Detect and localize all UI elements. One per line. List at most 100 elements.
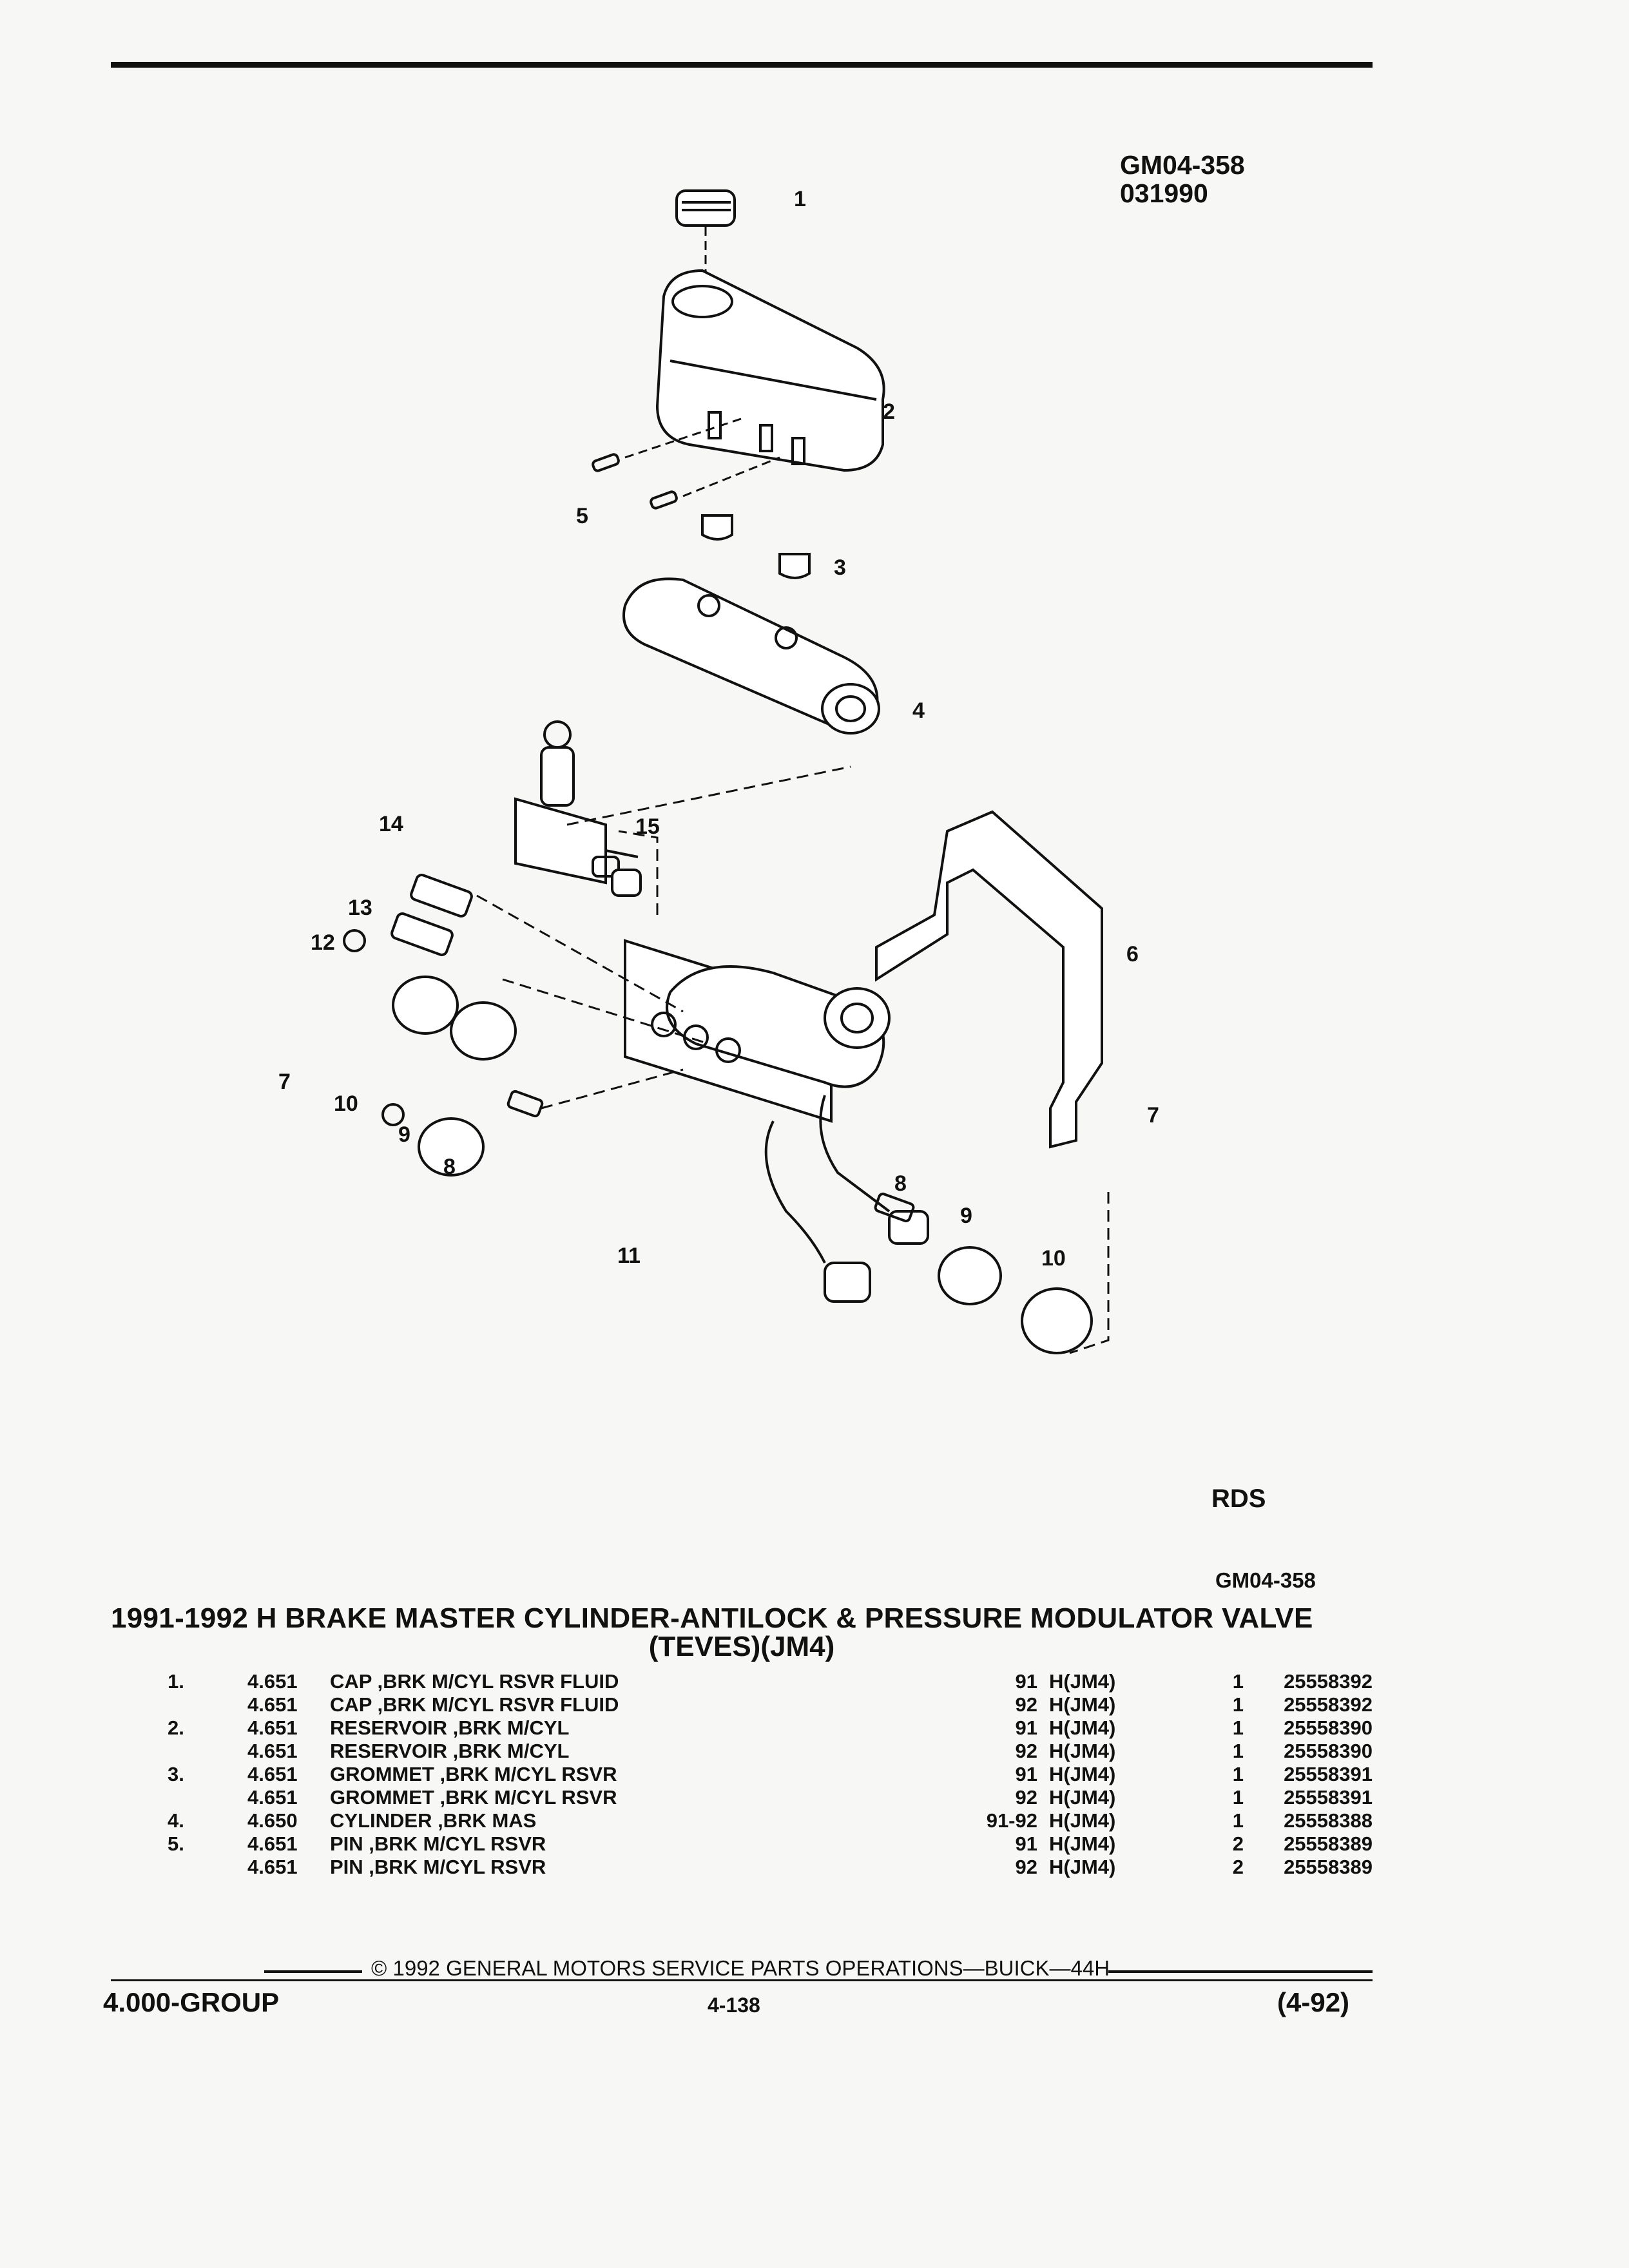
item-number: 1.: [168, 1670, 184, 1693]
callout-11: 11: [617, 1244, 641, 1268]
quantity: 1: [1232, 1716, 1244, 1739]
item-number: 4.: [168, 1809, 184, 1832]
quantity: 1: [1232, 1693, 1244, 1716]
table-row: 2. 4.651 RESERVOIR ,BRK M/CYL 91 H(JM4) …: [111, 1716, 1373, 1740]
figure-date: 031990: [1120, 178, 1208, 208]
group-number: 4.650: [247, 1809, 298, 1832]
quantity: 1: [1232, 1809, 1244, 1832]
callout-7-right: 7: [1147, 1103, 1159, 1128]
footer-rule-left: [264, 1970, 362, 1973]
group-number: 4.651: [247, 1763, 298, 1785]
part-number: 25558392: [1284, 1693, 1373, 1716]
table-row: 4.651 RESERVOIR ,BRK M/CYL 92 H(JM4) 1 2…: [111, 1740, 1373, 1763]
model-code: H(JM4): [1049, 1693, 1116, 1716]
item-number: 2.: [168, 1716, 184, 1739]
callout-8-right: 8: [894, 1171, 907, 1196]
part-description: CYLINDER ,BRK MAS: [330, 1809, 537, 1832]
model-year: 92: [1015, 1740, 1037, 1762]
quantity: 1: [1232, 1740, 1244, 1762]
rds-label: RDS: [1211, 1485, 1266, 1513]
part-number: 25558391: [1284, 1763, 1373, 1785]
assembly-lines: [476, 765, 1110, 1354]
model-year: 92: [1015, 1693, 1037, 1716]
group-number: 4.651: [247, 1832, 298, 1855]
callout-6: 6: [1126, 942, 1139, 966]
mounting-bracket-drawing: [875, 810, 1103, 1149]
abs-modulator-drawing: [624, 939, 929, 1303]
part-description: RESERVOIR ,BRK M/CYL: [330, 1740, 570, 1762]
figure-ref: GM04-358: [1215, 1568, 1316, 1592]
callout-13: 13: [348, 896, 372, 920]
group-number: 4.651: [247, 1786, 298, 1809]
group-number: 4.651: [247, 1740, 298, 1762]
model-year: 91: [1015, 1716, 1037, 1739]
left-small-parts-drawing: [343, 874, 544, 1177]
table-row: 1. 4.651 CAP ,BRK M/CYL RSVR FLUID 91 H(…: [111, 1670, 1373, 1693]
quantity: 1: [1232, 1763, 1244, 1785]
table-row: 4.651 CAP ,BRK M/CYL RSVR FLUID 92 H(JM4…: [111, 1693, 1373, 1716]
part-description: CAP ,BRK M/CYL RSVR FLUID: [330, 1693, 619, 1716]
callout-10-left: 10: [334, 1091, 358, 1116]
callout-9-left: 9: [398, 1122, 410, 1147]
part-description: CAP ,BRK M/CYL RSVR FLUID: [330, 1670, 619, 1693]
model-year: 91: [1015, 1832, 1037, 1855]
model-code: H(JM4): [1049, 1740, 1116, 1762]
title-line-2: (TEVES)(JM4): [648, 1631, 835, 1662]
part-number: 25558391: [1284, 1786, 1373, 1809]
part-number: 25558390: [1284, 1716, 1373, 1739]
item-number: 3.: [168, 1763, 184, 1785]
copyright-notice: © 1992 GENERAL MOTORS SERVICE PARTS OPER…: [371, 1956, 1110, 1980]
quantity: 1: [1232, 1786, 1244, 1809]
callout-14: 14: [379, 812, 403, 836]
part-number: 25558389: [1284, 1832, 1373, 1855]
model-code: H(JM4): [1049, 1809, 1116, 1832]
part-number: 25558392: [1284, 1670, 1373, 1693]
callout-15: 15: [635, 814, 660, 839]
reservoir-pins-drawing: [592, 418, 780, 510]
grommets-drawing: [701, 514, 811, 579]
footer-rule-right: [1108, 1970, 1373, 1973]
model-year: 91: [1015, 1763, 1037, 1785]
part-description: GROMMET ,BRK M/CYL RSVR: [330, 1763, 617, 1785]
reservoir-drawing: [655, 269, 885, 472]
model-year: 91: [1015, 1670, 1037, 1693]
parts-table: 1. 4.651 CAP ,BRK M/CYL RSVR FLUID 91 H(…: [111, 1670, 1373, 1879]
reservoir-cap-drawing: [675, 189, 736, 291]
model-code: H(JM4): [1049, 1670, 1116, 1693]
master-cylinder-drawing: [622, 577, 880, 735]
part-description: PIN ,BRK M/CYL RSVR: [330, 1856, 546, 1878]
part-number: 25558388: [1284, 1809, 1373, 1832]
group-number: 4.651: [247, 1670, 298, 1693]
figure-code: GM04-358: [1120, 150, 1245, 180]
callout-2: 2: [883, 399, 895, 424]
right-small-parts-drawing: [874, 1192, 1093, 1354]
callout-3: 3: [834, 555, 846, 580]
model-code: H(JM4): [1049, 1763, 1116, 1785]
model-code: H(JM4): [1049, 1716, 1116, 1739]
callout-5: 5: [576, 504, 588, 528]
revision-date: (4-92): [1277, 1987, 1350, 2017]
callout-9-right: 9: [960, 1204, 972, 1228]
quantity: 1: [1232, 1670, 1244, 1693]
group-number: 4.651: [247, 1716, 298, 1739]
callout-7-left: 7: [278, 1070, 291, 1094]
part-number: 25558390: [1284, 1740, 1373, 1762]
model-year: 92: [1015, 1786, 1037, 1809]
footer-rule: [111, 1979, 1373, 1981]
exploded-parts-diagram: [343, 189, 1110, 1354]
fitting-drawing: [611, 869, 642, 897]
group-number: 4.651: [247, 1693, 298, 1716]
top-rule: [111, 62, 1373, 68]
part-description: GROMMET ,BRK M/CYL RSVR: [330, 1786, 617, 1809]
table-row: 4. 4.650 CYLINDER ,BRK MAS 91-92 H(JM4) …: [111, 1809, 1373, 1832]
quantity: 2: [1232, 1856, 1244, 1878]
pressure-valve-drawing: [514, 720, 639, 885]
model-code: H(JM4): [1049, 1856, 1116, 1878]
table-row: 4.651 PIN ,BRK M/CYL RSVR 92 H(JM4) 2 25…: [111, 1856, 1373, 1879]
part-number: 25558389: [1284, 1856, 1373, 1878]
group-label: 4.000-GROUP: [103, 1987, 280, 2017]
model-year: 91-92: [986, 1809, 1037, 1832]
item-number: 5.: [168, 1832, 184, 1855]
table-row: 4.651 GROMMET ,BRK M/CYL RSVR 92 H(JM4) …: [111, 1786, 1373, 1809]
model-year: 92: [1015, 1856, 1037, 1878]
